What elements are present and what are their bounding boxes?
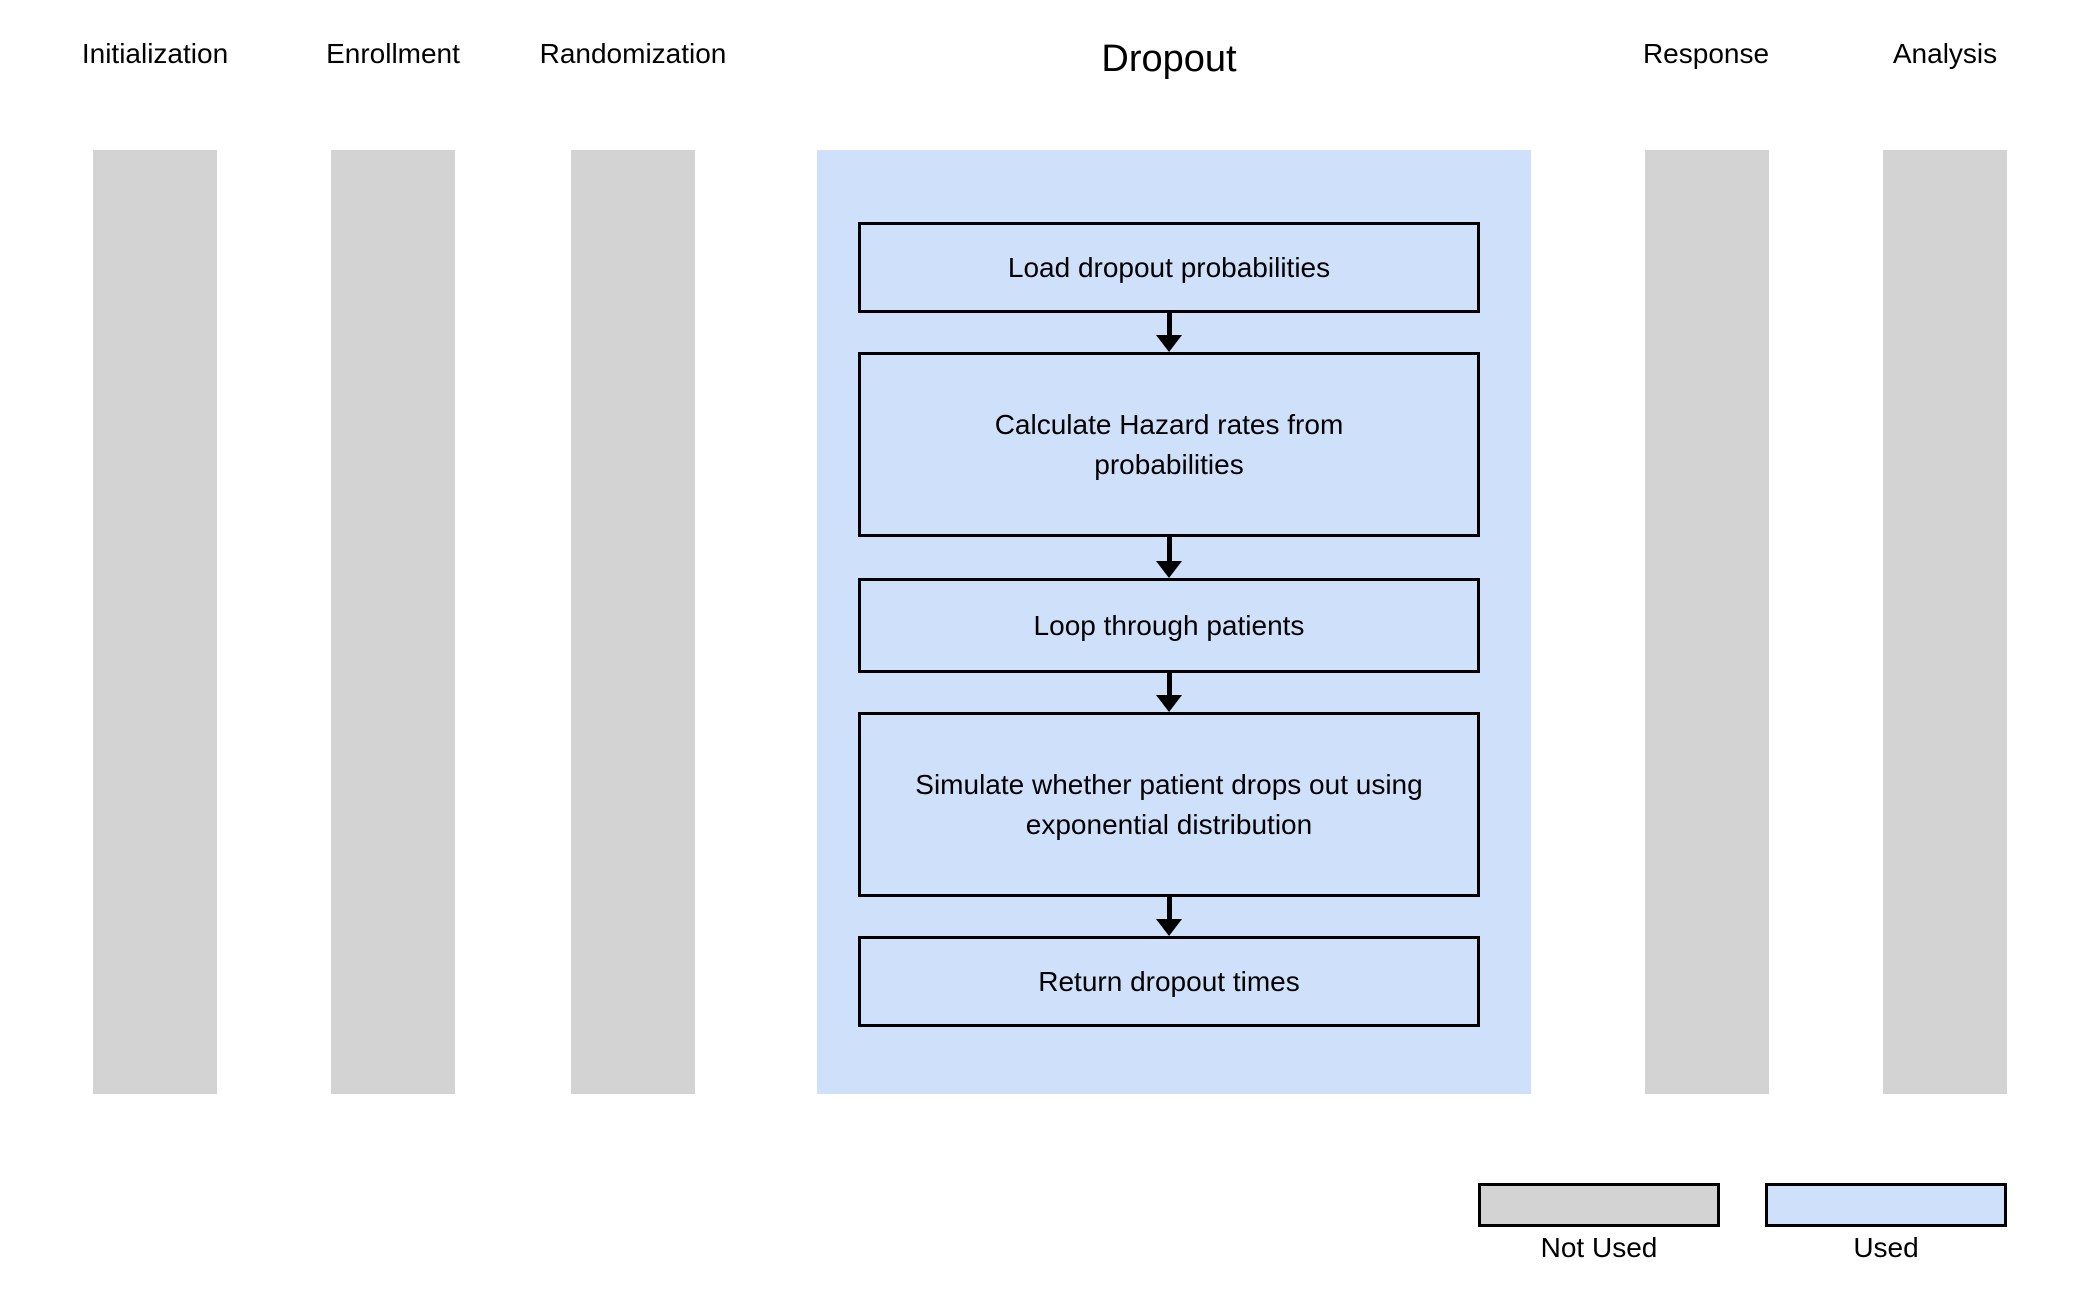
flow-step-calculate-hazard-rates: Calculate Hazard rates from probabilitie… (858, 352, 1480, 537)
arrow-head (1156, 335, 1182, 352)
stage-label-randomization: Randomization (539, 38, 727, 69)
flow-step-line: Simulate whether patient drops out using (915, 768, 1423, 800)
flow-step-line: Return dropout times (1038, 965, 1300, 997)
flow-step-load-dropout-probabilities: Load dropout probabilities (858, 222, 1480, 313)
stage-label-initialization: Initialization (81, 38, 229, 69)
arrow-stem (1166, 313, 1172, 335)
stage-label-dropout-title: Dropout (1101, 38, 1237, 80)
stage-label-analysis: Analysis (1892, 38, 1998, 69)
stage-label-enrollment: Enrollment (326, 38, 460, 69)
stage-column-analysis (1883, 150, 2007, 1094)
flow-step-line: Load dropout probabilities (1007, 251, 1331, 283)
arrow-head (1156, 919, 1182, 936)
stage-label-response: Response (1642, 38, 1770, 69)
flow-step-simulate-dropout: Simulate whether patient drops out using… (858, 712, 1480, 897)
legend-label-used: Used (1853, 1232, 1919, 1263)
stage-column-enrollment (331, 150, 455, 1094)
legend-label-not-used: Not Used (1540, 1232, 1658, 1263)
arrow-head (1156, 695, 1182, 712)
arrow-stem (1166, 537, 1172, 561)
flow-step-line: probabilities (1094, 448, 1244, 480)
arrow-head (1156, 561, 1182, 578)
flow-step-loop-through-patients: Loop through patients (858, 578, 1480, 673)
arrow-down-icon (1155, 897, 1183, 936)
arrow-down-icon (1155, 537, 1183, 578)
legend-swatch-not-used (1478, 1183, 1720, 1227)
flow-step-line: Loop through patients (1033, 609, 1305, 641)
legend-swatch-used (1765, 1183, 2007, 1227)
arrow-stem (1166, 897, 1172, 919)
stage-column-initialization (93, 150, 217, 1094)
flow-step-line: Calculate Hazard rates from (994, 408, 1344, 440)
flow-step-return-dropout-times: Return dropout times (858, 936, 1480, 1027)
arrow-stem (1166, 673, 1172, 695)
flow-step-line: exponential distribution (1025, 808, 1313, 840)
arrow-down-icon (1155, 313, 1183, 352)
stage-column-randomization (571, 150, 695, 1094)
stage-column-response (1645, 150, 1769, 1094)
arrow-down-icon (1155, 673, 1183, 712)
